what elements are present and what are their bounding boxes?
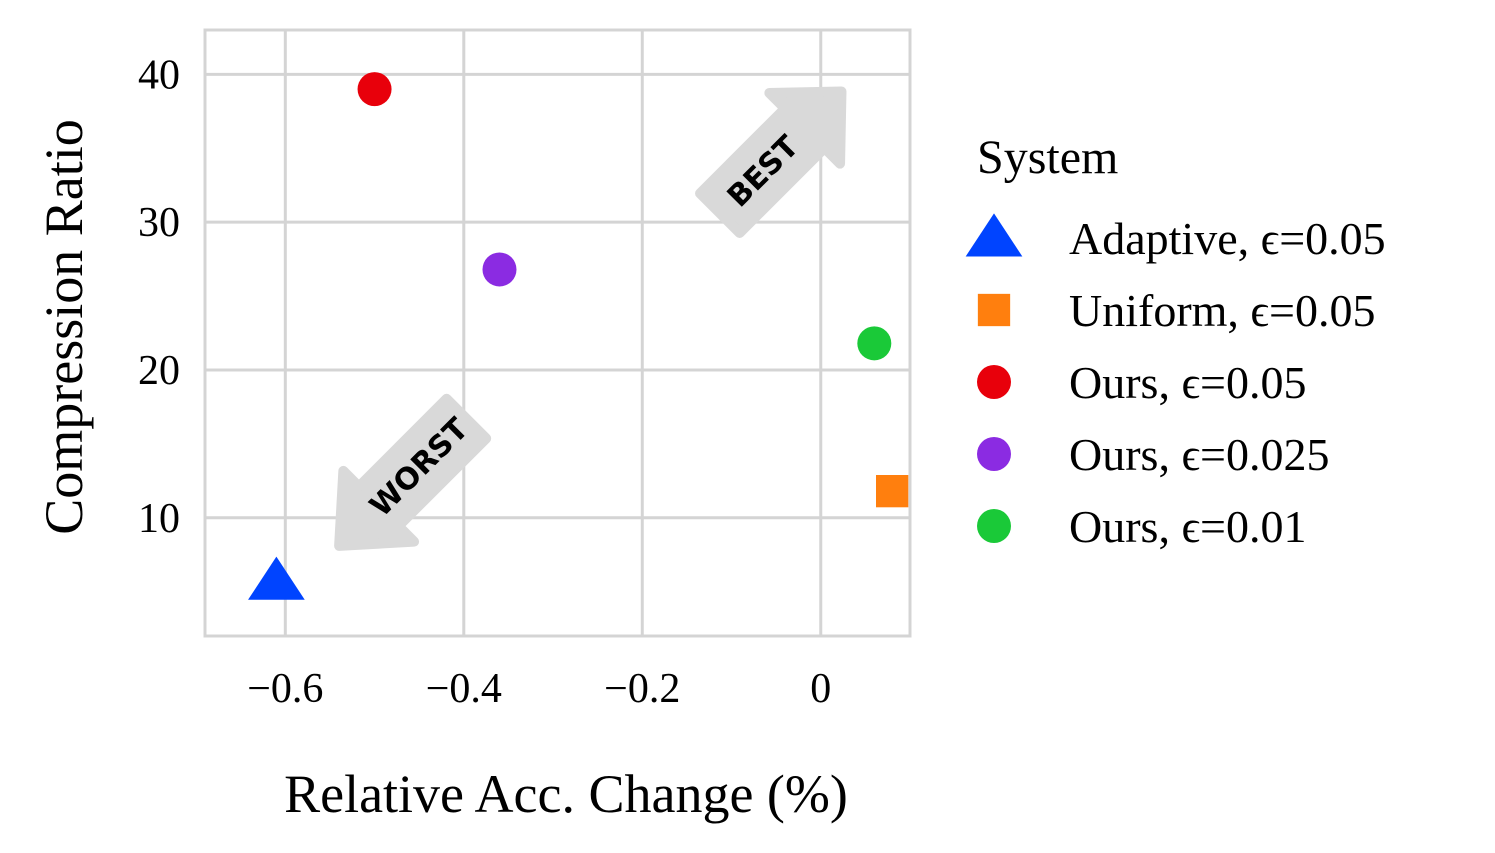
legend-label: Ours, ϵ=0.01: [1069, 501, 1307, 552]
data-point: [482, 252, 517, 287]
x-tick-label: 0: [810, 666, 831, 712]
legend-marker: [977, 293, 1011, 327]
data-point: [248, 556, 305, 600]
legend-marker: [977, 437, 1011, 471]
plot-frame: [203, 28, 912, 638]
data-point: [357, 72, 392, 107]
y-tick-label: 40: [138, 52, 180, 98]
x-tick-label: −0.6: [247, 666, 323, 712]
x-tick-label: −0.4: [426, 666, 502, 712]
best-arrow: BEST: [695, 86, 847, 238]
data-point: [857, 326, 892, 361]
legend-label: Ours, ϵ=0.05: [1069, 357, 1307, 408]
legend-label: Ours, ϵ=0.025: [1069, 429, 1330, 480]
y-tick-label: 10: [138, 496, 180, 542]
x-axis-title: Relative Acc. Change (%): [284, 764, 848, 824]
worst-arrow: WORST: [334, 393, 492, 551]
data-points: [248, 72, 909, 600]
x-tick-label: −0.2: [604, 666, 680, 712]
legend-marker: [977, 509, 1011, 543]
legend-label: Uniform, ϵ=0.05: [1069, 285, 1375, 336]
legend-label: Adaptive, ϵ=0.05: [1069, 213, 1386, 264]
plot-border: [203, 28, 912, 638]
legend-marker: [965, 213, 1023, 257]
y-tick-label: 30: [138, 200, 180, 246]
annotation-arrows: BEST WORST: [334, 86, 847, 551]
tick-labels: −0.6 −0.4 −0.2 0 10 20 30 40: [138, 52, 831, 712]
data-point: [876, 475, 909, 508]
y-tick-label: 20: [138, 348, 180, 394]
legend-marker: [977, 365, 1011, 399]
y-axis-title: Compression Ratio: [34, 119, 94, 535]
legend-title: System: [977, 131, 1118, 184]
